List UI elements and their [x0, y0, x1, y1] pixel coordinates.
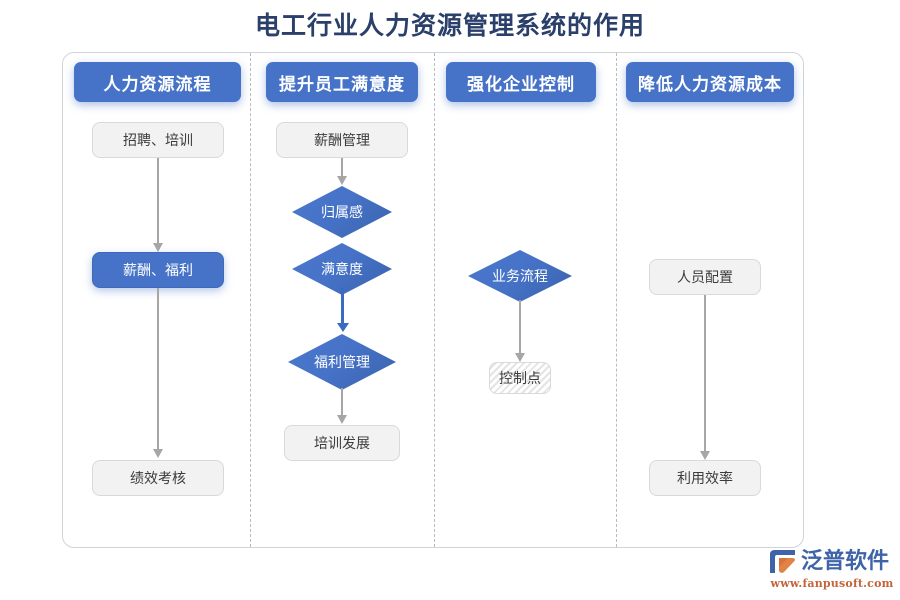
- node-utilization-efficiency[interactable]: 利用效率: [649, 460, 761, 496]
- column-separator-1: [250, 53, 251, 547]
- column-header-enterprise-control[interactable]: 强化企业控制: [446, 62, 596, 102]
- arrow-satisfaction-to-welfare: [336, 288, 349, 332]
- node-business-process[interactable]: 业务流程: [468, 250, 572, 302]
- node-control-point[interactable]: 控制点: [489, 362, 551, 394]
- node-performance-appraisal[interactable]: 绩效考核: [92, 460, 224, 496]
- logo-brand-text: 泛普软件: [801, 549, 890, 574]
- fanpu-logo-icon: [768, 549, 798, 575]
- logo-url-text: www.fanpusoft.com: [770, 577, 894, 590]
- node-salary-management[interactable]: 薪酬管理: [276, 122, 408, 158]
- node-label: 薪酬管理: [314, 132, 370, 148]
- node-training-development[interactable]: 培训发展: [284, 425, 400, 461]
- node-label: 人员配置: [677, 269, 733, 285]
- node-label: 利用效率: [677, 470, 733, 486]
- node-label: 薪酬、福利: [123, 262, 193, 278]
- node-label: 归属感: [321, 204, 363, 220]
- node-label: 满意度: [321, 261, 363, 277]
- arrow-allocation-to-utilization: [700, 295, 710, 460]
- node-label: 招聘、培训: [123, 132, 193, 148]
- node-staff-allocation[interactable]: 人员配置: [649, 259, 761, 295]
- node-satisfaction[interactable]: 满意度: [292, 243, 392, 295]
- column-separator-2: [434, 53, 435, 547]
- node-label: 福利管理: [314, 354, 370, 370]
- column-separator-3: [616, 53, 617, 547]
- company-logo[interactable]: 泛普软件 www.fanpusoft.com: [768, 549, 896, 595]
- column-header-hr-process[interactable]: 人力资源流程: [74, 62, 241, 102]
- node-label: 业务流程: [492, 268, 548, 284]
- arrow-welfare-to-training: [337, 388, 347, 424]
- arrow-compensation-to-performance: [153, 288, 163, 458]
- arrow-process-to-control-point: [515, 300, 525, 362]
- node-label: 绩效考核: [130, 470, 186, 486]
- column-header-reduce-hr-cost[interactable]: 降低人力资源成本: [626, 62, 794, 102]
- node-label: 培训发展: [314, 435, 370, 451]
- arrow-salary-to-belonging: [337, 158, 347, 185]
- node-compensation-benefits[interactable]: 薪酬、福利: [92, 252, 224, 288]
- node-sense-of-belonging[interactable]: 归属感: [292, 186, 392, 238]
- page-title: 电工行业人力资源管理系统的作用: [254, 11, 645, 40]
- node-welfare-management[interactable]: 福利管理: [288, 334, 396, 390]
- column-header-employee-satisfaction[interactable]: 提升员工满意度: [266, 62, 418, 102]
- node-label: 控制点: [499, 370, 541, 386]
- node-recruitment-training[interactable]: 招聘、培训: [92, 122, 224, 158]
- arrow-recruitment-to-compensation: [153, 158, 163, 252]
